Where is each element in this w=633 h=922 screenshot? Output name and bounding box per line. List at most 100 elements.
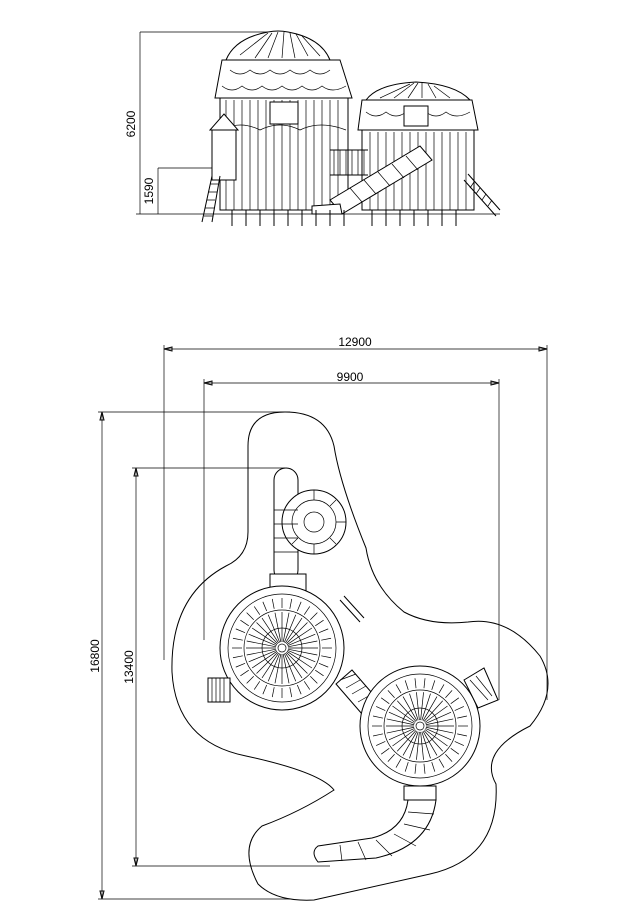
shingle-line bbox=[235, 628, 246, 634]
shingle-line bbox=[262, 601, 268, 612]
dim-height-deck: 1590 bbox=[142, 177, 156, 204]
shingle-line bbox=[315, 669, 324, 677]
shingle-line bbox=[253, 606, 261, 615]
dim-depth-overall: 16800 bbox=[88, 639, 102, 673]
shingle-line bbox=[321, 637, 332, 641]
rafter-line bbox=[287, 648, 318, 656]
rafter-line bbox=[285, 652, 303, 679]
rafter-line bbox=[388, 728, 415, 741]
dim-height-total: 6200 bbox=[124, 110, 138, 137]
big-tower-plan bbox=[207, 585, 365, 711]
shingle-line bbox=[253, 681, 261, 690]
rafter-line bbox=[409, 731, 419, 759]
rafter-line bbox=[409, 693, 419, 721]
shingle-line bbox=[387, 690, 395, 698]
rafter-line bbox=[246, 640, 277, 648]
shingle-line bbox=[450, 748, 460, 755]
rafter-line bbox=[425, 711, 452, 724]
posts-elevation bbox=[231, 210, 457, 226]
rafter-line bbox=[282, 653, 290, 684]
shingle-line bbox=[457, 733, 468, 737]
small-tower-elevation bbox=[357, 81, 501, 217]
shingle-line bbox=[303, 606, 311, 615]
rafter-line bbox=[396, 700, 417, 722]
rafter-line bbox=[248, 633, 277, 647]
shingle-line bbox=[289, 687, 293, 698]
rafter-line bbox=[287, 640, 318, 648]
big-tower-elevation bbox=[201, 30, 353, 223]
elevation-view: 6200 1590 bbox=[124, 30, 501, 226]
rafter-line bbox=[392, 705, 416, 723]
shingle-line bbox=[240, 619, 249, 627]
rafter-line bbox=[416, 731, 420, 760]
shingle-line bbox=[372, 733, 383, 737]
rafter-line bbox=[267, 614, 281, 643]
bridge-elevation bbox=[330, 149, 368, 176]
rafter-line bbox=[421, 731, 431, 759]
rafter-line bbox=[423, 700, 444, 722]
rafter-line bbox=[420, 692, 424, 721]
shingle-line bbox=[423, 763, 426, 774]
rafter-line bbox=[251, 651, 278, 669]
rafter-line bbox=[287, 649, 316, 663]
rafter-line bbox=[388, 711, 415, 724]
shingle-line bbox=[445, 690, 453, 698]
shingle-line bbox=[414, 763, 417, 774]
shingle-line bbox=[310, 612, 318, 620]
rafter-line bbox=[402, 731, 418, 756]
shingle-line bbox=[423, 678, 426, 689]
shingle-line bbox=[246, 612, 254, 620]
big-tower-rafters bbox=[232, 598, 332, 698]
rafter-line bbox=[282, 612, 290, 643]
rafter-line bbox=[420, 731, 424, 760]
shingle-line bbox=[289, 598, 293, 609]
shingle-line bbox=[387, 754, 395, 762]
shingle-line bbox=[262, 684, 268, 695]
rafter-line bbox=[246, 648, 277, 656]
rafter-line bbox=[283, 614, 297, 643]
rafter-line bbox=[256, 622, 279, 645]
rafter-line bbox=[248, 649, 277, 663]
rafter-line bbox=[285, 617, 303, 644]
rafter-line bbox=[286, 627, 313, 645]
tube-slide-plan bbox=[313, 785, 437, 863]
shingle-line bbox=[395, 684, 402, 694]
shingle-line bbox=[321, 655, 332, 659]
rafter-line bbox=[402, 696, 418, 721]
rafter-line bbox=[423, 730, 444, 752]
rafter-line bbox=[286, 651, 313, 669]
shingle-line bbox=[454, 706, 464, 711]
rafter-line bbox=[285, 622, 308, 645]
rafter-line bbox=[261, 617, 279, 644]
shingle-line bbox=[445, 754, 453, 762]
shingle-line bbox=[318, 662, 329, 668]
shingle-line bbox=[271, 687, 275, 698]
rafter-line bbox=[267, 653, 281, 682]
rafter-line bbox=[274, 612, 282, 643]
rafter-line bbox=[251, 627, 278, 645]
dim-width-overall: 12900 bbox=[338, 335, 372, 349]
shingle-line bbox=[232, 655, 243, 659]
shingle-line bbox=[315, 619, 324, 627]
shingle-line bbox=[395, 758, 402, 768]
rafter-line bbox=[421, 693, 431, 721]
shingle-line bbox=[246, 676, 254, 684]
shingle-line bbox=[457, 715, 468, 719]
shingle-line bbox=[235, 662, 246, 668]
shingle-line bbox=[404, 762, 409, 772]
small-tower-plan bbox=[359, 665, 499, 787]
safety-zone-outline bbox=[171, 411, 549, 901]
rafter-line bbox=[422, 696, 438, 721]
rafter-line bbox=[386, 726, 415, 734]
shingle-line bbox=[376, 741, 386, 746]
shingle-line bbox=[303, 681, 311, 690]
shingle-line bbox=[450, 697, 460, 704]
dim-depth-equipment: 13400 bbox=[122, 650, 136, 684]
rafter-line bbox=[283, 653, 297, 682]
shingle-line bbox=[431, 762, 436, 772]
rafter-line bbox=[424, 729, 448, 747]
rafter-line bbox=[386, 718, 415, 726]
rafter-line bbox=[392, 729, 416, 747]
shingle-line bbox=[271, 598, 275, 609]
